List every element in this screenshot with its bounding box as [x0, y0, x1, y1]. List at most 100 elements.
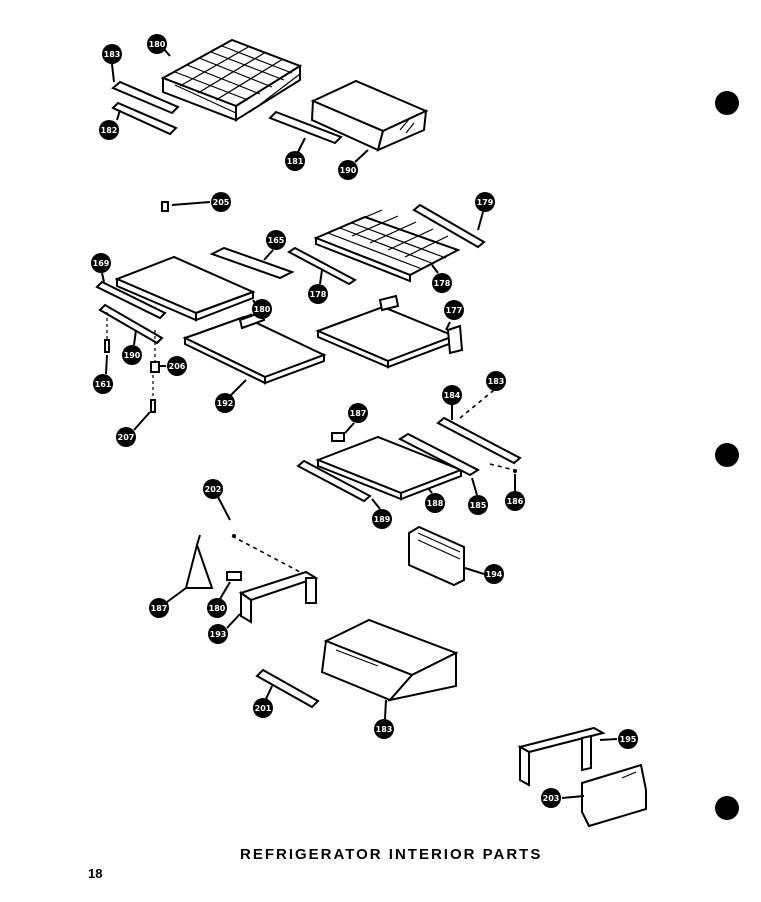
rail-183-top	[111, 80, 180, 115]
callout-178: 178	[308, 284, 328, 304]
clip-180-lower	[226, 571, 242, 581]
callout-circle	[207, 598, 227, 618]
callout-188: 188	[425, 493, 445, 513]
callout-label: 205	[213, 198, 230, 207]
callout-label: 185	[470, 501, 487, 510]
callout-202: 202	[203, 479, 223, 499]
callout-194: 194	[484, 564, 504, 584]
callout-circle	[203, 479, 223, 499]
callout-label: 182	[101, 126, 118, 135]
callout-label: 203	[543, 794, 560, 803]
callout-label: 178	[310, 290, 327, 299]
callout-circle	[432, 273, 452, 293]
callout-205: 205	[211, 192, 231, 212]
rail-189	[296, 459, 372, 503]
binder-hole-middle	[715, 443, 739, 467]
callout-label: 181	[287, 157, 304, 166]
callout-206: 206	[167, 356, 187, 376]
callout-187: 187	[149, 598, 169, 618]
callout-187: 187	[348, 403, 368, 423]
callout-circle	[147, 34, 167, 54]
callout-label: 178	[434, 279, 451, 288]
callout-label: 192	[217, 399, 234, 408]
callout-label: 183	[104, 50, 121, 59]
callout-label: 189	[374, 515, 391, 524]
callout-179: 179	[475, 192, 495, 212]
callout-label: 206	[169, 362, 186, 371]
callout-193: 193	[208, 624, 228, 644]
callout-180: 180	[147, 34, 167, 54]
callout-183: 183	[102, 44, 122, 64]
wire-shelf-178	[313, 209, 461, 283]
callout-circle	[99, 120, 119, 140]
callout-182: 182	[99, 120, 119, 140]
rail-201	[255, 668, 320, 709]
callout-177: 177	[444, 300, 464, 320]
rail-178	[287, 246, 357, 286]
callout-label: 183	[376, 725, 393, 734]
callout-circle	[475, 192, 495, 212]
callout-circle	[93, 374, 113, 394]
callout-circle	[253, 698, 273, 718]
callout-circle	[338, 160, 358, 180]
callout-label: 183	[488, 377, 505, 386]
callout-label: 187	[151, 604, 168, 613]
callout-circle	[372, 509, 392, 529]
clip-205	[161, 201, 211, 212]
callout-circle	[444, 300, 464, 320]
callout-circle	[374, 719, 394, 739]
glass-shelf-169	[114, 255, 256, 322]
callout-label: 180	[149, 40, 166, 49]
callout-label: 190	[124, 351, 141, 360]
screw-207	[150, 375, 156, 413]
callout-circle	[308, 284, 328, 304]
callout-183: 183	[374, 719, 394, 739]
bracket-195	[517, 726, 606, 787]
callout-161: 161	[93, 374, 113, 394]
callout-labels: 183 180 182 181 190 205 165 179 169 178 178 180 177 1…	[91, 34, 638, 808]
callout-circle	[167, 356, 187, 376]
callout-186: 186	[505, 491, 525, 511]
shelf-pan-192	[182, 310, 327, 385]
callout-label: 193	[210, 630, 227, 639]
bracket-179	[412, 203, 486, 249]
rail-169-front	[95, 280, 167, 320]
callout-circle	[425, 493, 445, 513]
panel-203	[581, 763, 647, 828]
callout-label: 179	[477, 198, 494, 207]
callout-label: 177	[446, 306, 463, 315]
callout-circle	[211, 192, 231, 212]
callout-165: 165	[266, 230, 286, 250]
callout-207: 207	[116, 427, 136, 447]
callout-label: 184	[444, 391, 461, 400]
callout-circle	[486, 371, 506, 391]
callout-label: 194	[486, 570, 503, 579]
shelf-pan-177	[315, 294, 464, 369]
callout-circle	[116, 427, 136, 447]
callout-circle	[505, 491, 525, 511]
callout-203: 203	[541, 788, 561, 808]
strip-185	[397, 432, 481, 477]
diagram-caption: REFRIGERATOR INTERIOR PARTS	[240, 846, 543, 863]
wire-basket-180	[160, 38, 303, 122]
callout-circle	[442, 385, 462, 405]
crisper-pan-190	[310, 79, 429, 152]
callout-label: 180	[254, 305, 271, 314]
callout-circle	[266, 230, 286, 250]
callout-label: 161	[95, 380, 112, 389]
callout-label: 207	[118, 433, 135, 442]
drawer-183	[320, 618, 459, 702]
callout-label: 190	[340, 166, 357, 175]
callout-169: 169	[91, 253, 111, 273]
callout-label: 201	[255, 704, 272, 713]
page-number: 18	[88, 866, 103, 881]
callout-185: 185	[468, 495, 488, 515]
callout-190: 190	[338, 160, 358, 180]
rail-184	[436, 416, 522, 465]
bracket-206	[150, 330, 160, 373]
binder-hole-bottom	[715, 796, 739, 820]
callout-circle	[348, 403, 368, 423]
callout-circle	[102, 44, 122, 64]
callout-label: 165	[268, 236, 285, 245]
